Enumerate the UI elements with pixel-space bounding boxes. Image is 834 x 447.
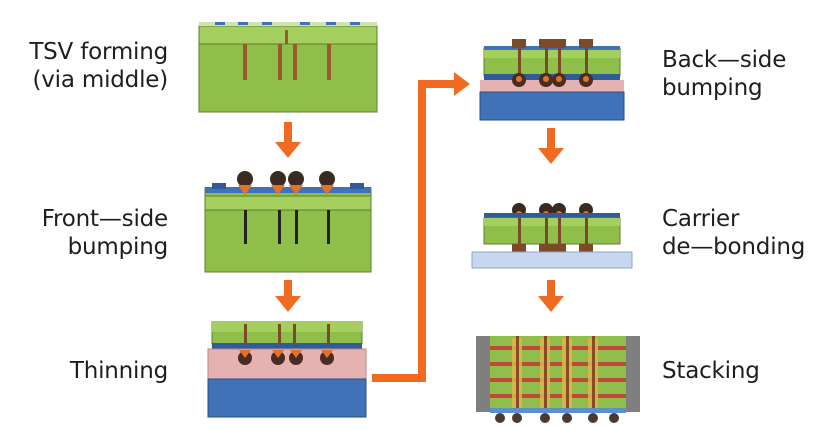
- arrow-down-4: [538, 280, 564, 312]
- label-line: bumping: [662, 75, 763, 101]
- label-line: Thinning: [69, 358, 168, 384]
- label-tsv-forming: TSV forming (via middle): [18, 38, 168, 94]
- label-line: (via middle): [32, 67, 169, 93]
- arrow-connector: [372, 72, 470, 382]
- wafer-thinning: [207, 321, 367, 418]
- bump-group: [237, 171, 335, 195]
- label-line: Carrier: [662, 206, 740, 232]
- label-line: de—bonding: [662, 234, 806, 260]
- label-carrier-debonding: Carrier de—bonding: [662, 205, 805, 261]
- arrow-down-1: [275, 122, 301, 158]
- arrow-down-2: [275, 280, 301, 312]
- wafer-back-side-bumping: [479, 39, 625, 121]
- label-line: bumping: [67, 234, 169, 260]
- wafer-tsv-forming: [198, 22, 378, 113]
- stacked-die: [476, 336, 640, 423]
- wafer-front-side-bumping: [204, 171, 372, 273]
- arrow-down-3: [538, 128, 564, 164]
- label-line: TSV forming: [29, 39, 168, 65]
- wafer-carrier-debonding: [471, 203, 633, 269]
- label-line: Back—side: [662, 47, 787, 73]
- label-front-side-bumping: Front—side bumping: [18, 205, 169, 261]
- label-stacking: Stacking: [662, 357, 760, 385]
- label-line: Stacking: [662, 358, 760, 384]
- label-thinning: Thinning: [18, 357, 168, 385]
- label-back-side-bumping: Back—side bumping: [662, 46, 786, 102]
- label-line: Front—side: [41, 206, 169, 232]
